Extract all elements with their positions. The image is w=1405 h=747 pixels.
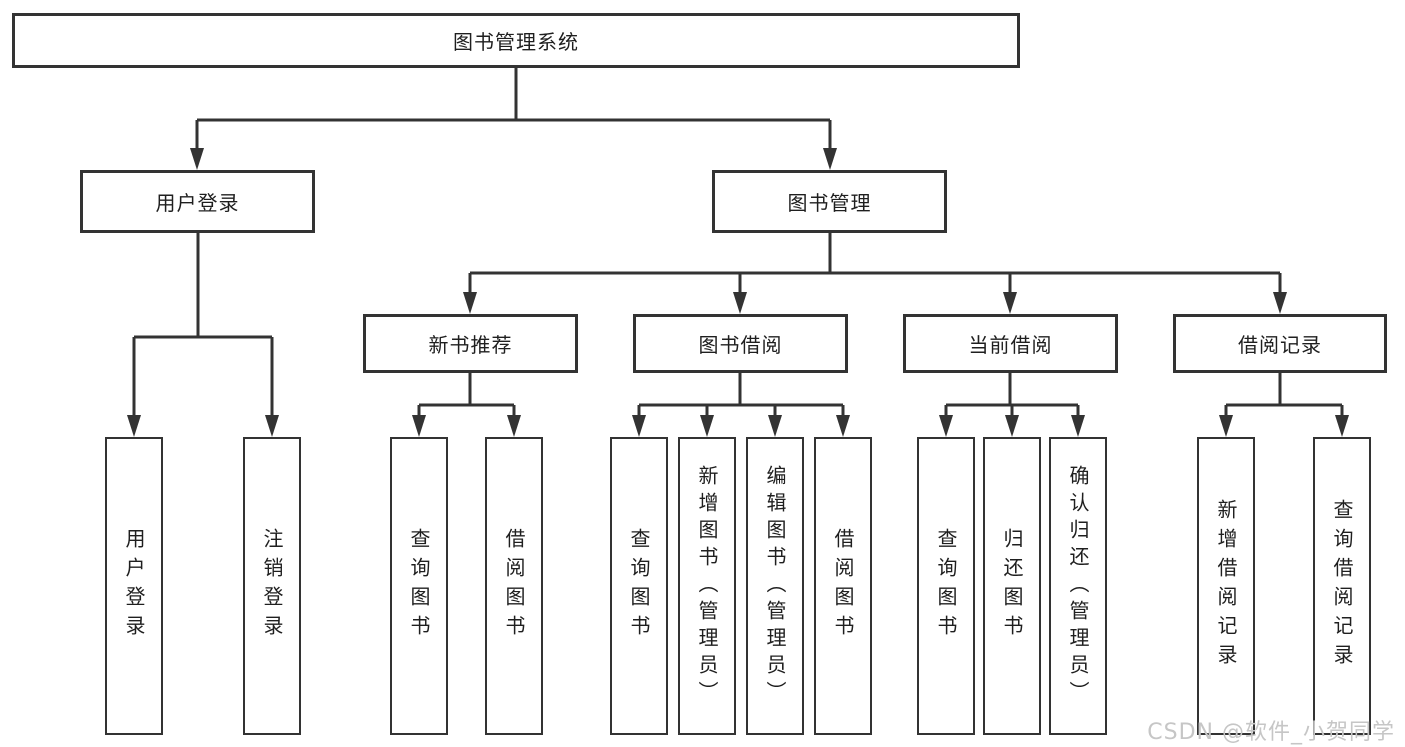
node-book-management: 图书管理 [712, 170, 947, 233]
leaf-borrow-books-borrow: 借阅图书 [814, 437, 872, 735]
leaf-label: 新增借阅记录 [1214, 499, 1238, 673]
leaf-return-books: 归还图书 [983, 437, 1041, 735]
leaf-label: 查询借阅记录 [1330, 499, 1354, 673]
leaf-label: 编辑图书（管理员） [763, 464, 787, 708]
leaf-logout-login: 注销登录 [243, 437, 301, 735]
leaf-label: 查询图书 [627, 528, 651, 644]
node-label: 图书借阅 [698, 333, 783, 357]
leaf-label: 查询图书 [934, 528, 958, 644]
leaf-query-books-borrow: 查询图书 [610, 437, 668, 735]
csdn-watermark: CSDN @软件_小贺同学 [1147, 720, 1395, 745]
leaf-label: 借阅图书 [831, 528, 855, 644]
node-borrow-records: 借阅记录 [1173, 314, 1387, 373]
node-current-borrow: 当前借阅 [903, 314, 1118, 373]
leaf-borrow-books-recommend: 借阅图书 [485, 437, 543, 735]
leaf-confirm-return-admin: 确认归还（管理员） [1049, 437, 1107, 735]
leaf-query-books-recommend: 查询图书 [390, 437, 448, 735]
leaf-label: 查询图书 [407, 528, 431, 644]
leaf-label: 用户登录 [122, 528, 146, 644]
arrowhead-group [127, 148, 1349, 437]
node-user-login: 用户登录 [80, 170, 315, 233]
node-label: 新书推荐 [428, 333, 513, 357]
leaf-add-books-admin: 新增图书（管理员） [678, 437, 736, 735]
leaf-label: 新增图书（管理员） [695, 464, 719, 708]
leaf-label: 归还图书 [1000, 528, 1024, 644]
leaf-query-borrow-record: 查询借阅记录 [1313, 437, 1371, 735]
node-label: 借阅记录 [1238, 333, 1322, 357]
leaf-query-books-current: 查询图书 [917, 437, 975, 735]
node-label: 当前借阅 [968, 333, 1053, 357]
node-new-book-recommend: 新书推荐 [363, 314, 578, 373]
node-library-management-system: 图书管理系统 [12, 13, 1020, 68]
node-label: 图书管理 [787, 191, 872, 215]
node-book-borrow: 图书借阅 [633, 314, 848, 373]
leaf-label: 注销登录 [260, 528, 284, 644]
node-label: 用户登录 [155, 191, 240, 215]
leaf-user-login: 用户登录 [105, 437, 163, 735]
node-label: 图书管理系统 [453, 30, 579, 54]
leaf-edit-books-admin: 编辑图书（管理员） [746, 437, 804, 735]
leaf-label: 借阅图书 [502, 528, 526, 644]
leaf-add-borrow-record: 新增借阅记录 [1197, 437, 1255, 735]
leaf-label: 确认归还（管理员） [1066, 464, 1090, 708]
